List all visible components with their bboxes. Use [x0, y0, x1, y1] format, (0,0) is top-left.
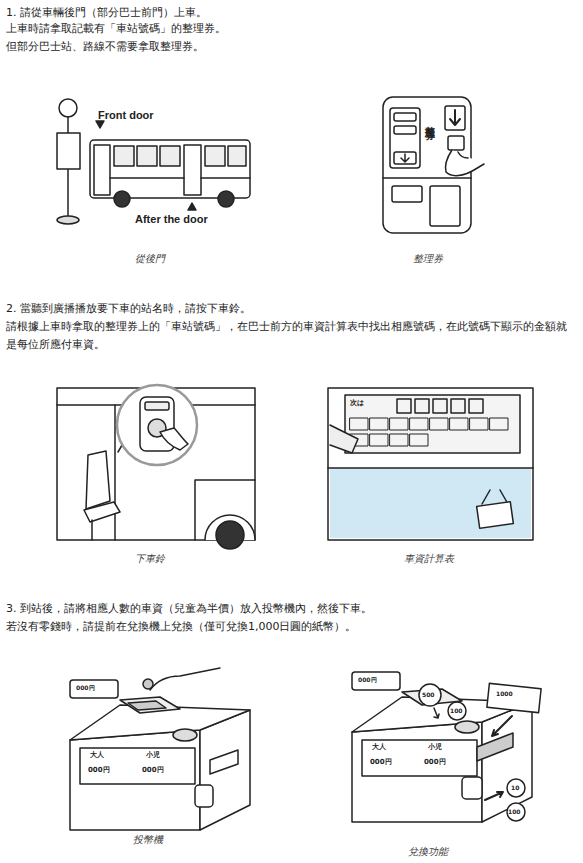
- door-label: After the door: [135, 212, 208, 226]
- bus-illustration: [57, 99, 250, 224]
- change-machine: [352, 672, 541, 822]
- fare-label: 大人: [90, 751, 104, 760]
- fare-value: 000円: [424, 758, 446, 767]
- bill-value: 1000: [496, 690, 513, 698]
- figure-caption: 從後門: [135, 252, 165, 265]
- instruction-text: 3. 到站後，請將相應人數的車資（兒童為半價）放入投幣機內，然後下車。: [6, 600, 372, 618]
- coin-value: 100: [508, 808, 521, 816]
- board-label: 次は: [350, 399, 364, 408]
- figure-caption: 兌換功能: [408, 845, 448, 858]
- bell-scene: [57, 385, 255, 549]
- instruction-text: 上車時請拿取記載有「車站號碼」的整理券。: [6, 20, 226, 38]
- door-label: Front door: [98, 108, 154, 122]
- fare-label: 小児: [146, 751, 160, 760]
- ticket-machine: [383, 97, 484, 233]
- figure-caption: 整理券: [413, 252, 443, 265]
- fare-value: 000円: [88, 766, 110, 775]
- instruction-text: 1. 請從車輛後門（部分巴士前門）上車。: [6, 4, 207, 22]
- fare-value: 000円: [370, 758, 392, 767]
- fare-label: 小児: [428, 743, 442, 752]
- fare-value: 000円: [142, 766, 164, 775]
- instruction-text: 若沒有零錢時，請提前在兌換機上兌換（僅可兌換1,000日圓的紙幣）。: [6, 618, 357, 636]
- coin-value: 10: [511, 784, 519, 792]
- coin-value: 100: [450, 707, 463, 715]
- figure-caption: 下車鈴: [135, 552, 165, 565]
- coin-machine: [70, 668, 250, 830]
- figure-caption: 車資計算表: [404, 552, 454, 565]
- instruction-text: 但部分巴士站、路線不需要拿取整理券。: [6, 38, 204, 56]
- machine-label: 整理券: [423, 118, 436, 124]
- instruction-text: 2. 當聽到廣播播放要下車的站名時，請按下車鈴。: [6, 300, 251, 318]
- display-value: 000円: [358, 676, 377, 684]
- display-value: 000円: [76, 684, 95, 692]
- figure-caption: 投幣機: [133, 833, 163, 846]
- instruction-text: 請根據上車時拿取的整理券上的「車站號碼」，在巴士前方的車資計算表中找出相應號碼，…: [6, 318, 568, 354]
- coin-value: 500: [422, 691, 435, 699]
- fare-label: 大人: [372, 743, 386, 752]
- fare-board: [328, 388, 533, 540]
